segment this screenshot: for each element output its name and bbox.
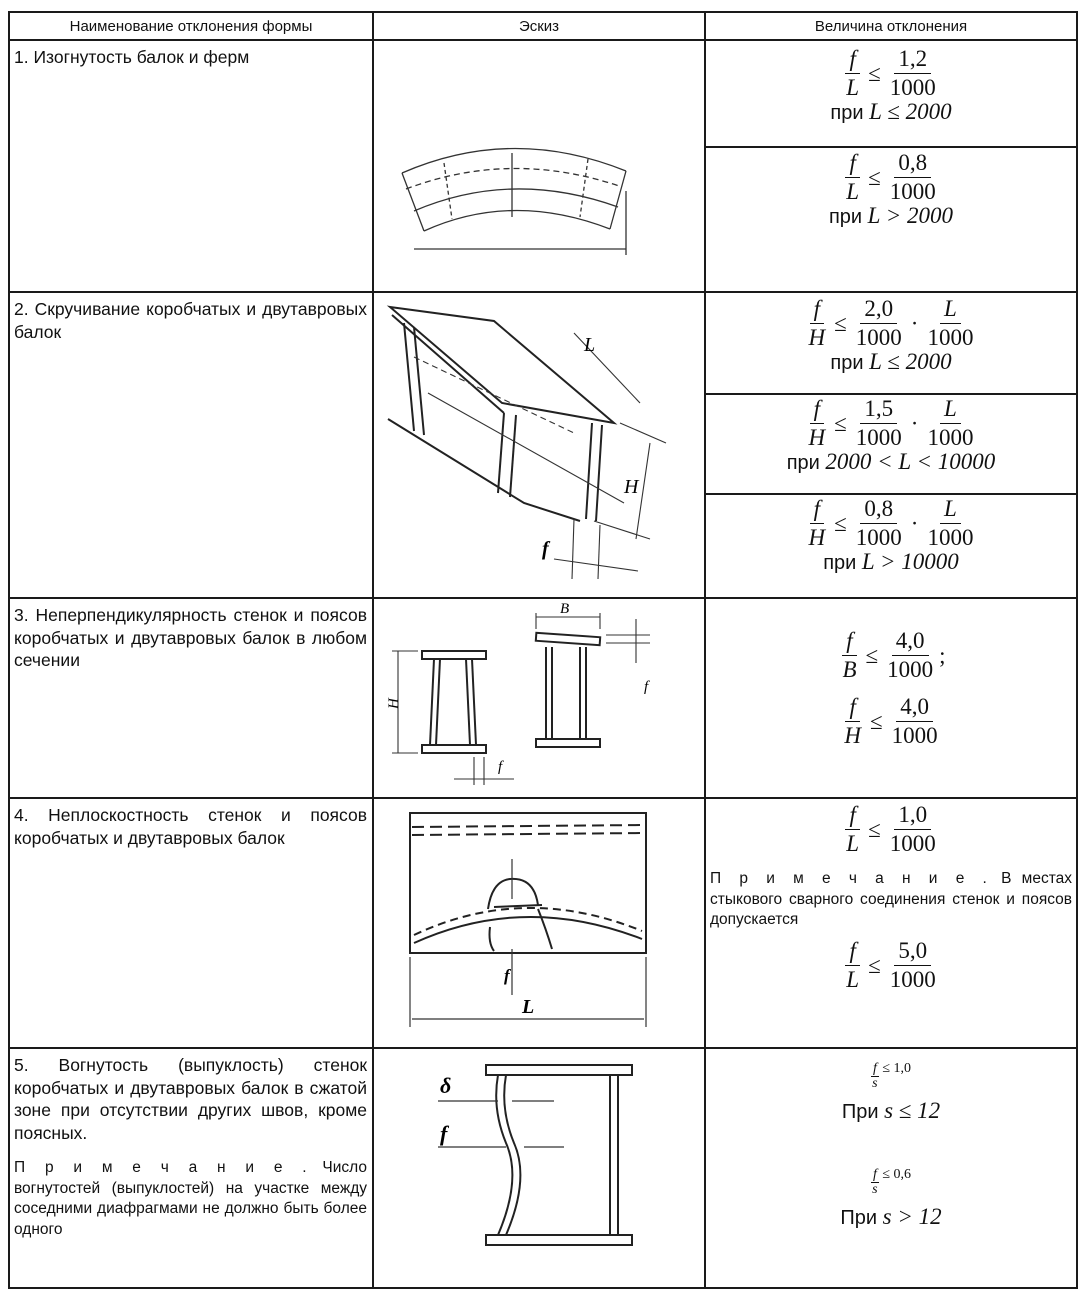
concavity-sketch: δ f xyxy=(438,1064,633,1246)
sketch-label-f: f xyxy=(542,538,551,560)
section-sketch: H f B f xyxy=(386,601,650,785)
table-row: 2. Скручивание коробчатых и двутавровых … xyxy=(8,291,1078,599)
sketch-label-f: f xyxy=(498,759,504,775)
table-row: 4. Неплоскостность стенок и поясов короб… xyxy=(8,797,1078,1049)
row1-sketch xyxy=(372,39,706,293)
row4-title: 4. Неплоскостность стенок и поясов короб… xyxy=(8,797,374,1049)
header-sketch: Эскиз xyxy=(372,11,706,41)
sketch-label-L: L xyxy=(583,334,595,356)
row3-sketch: H f B f xyxy=(372,597,706,799)
row5-title: 5. Вогнутость (выпуклость) стенок коробч… xyxy=(8,1047,374,1289)
sketch-label-L: L xyxy=(521,996,534,1018)
sketch-label-delta: δ xyxy=(440,1073,451,1098)
sketch-label-f: f xyxy=(440,1121,450,1146)
beam-twist-sketch: L H f xyxy=(386,305,667,580)
row4-sketch: f L xyxy=(372,797,706,1049)
header-value: Величина отклонения xyxy=(704,11,1078,41)
beam-bend-sketch xyxy=(401,147,627,255)
row3-title: 3. Неперпендикулярность стенок и поясов … xyxy=(8,597,374,799)
sketch-label-H: H xyxy=(386,697,402,710)
table-row: 1. Изогнутость балок и ферм xyxy=(8,39,1078,293)
header-name: Наименование отклонения формы xyxy=(8,11,374,41)
sketch-label-f2: f xyxy=(644,679,650,695)
table-header: Наименование отклонения формы Эскиз Вели… xyxy=(8,11,1078,41)
row1-title: 1. Изогнутость балок и ферм xyxy=(8,39,374,293)
row2-title: 2. Скручивание коробчатых и двутавровых … xyxy=(8,291,374,599)
sketch-label-H: H xyxy=(623,476,640,498)
table-row: 5. Вогнутость (выпуклость) стенок коробч… xyxy=(8,1047,1078,1289)
sketch-label-B: B xyxy=(560,601,569,617)
deviation-table: Наименование отклонения формы Эскиз Вели… xyxy=(8,11,1078,1289)
flatness-sketch: f L xyxy=(409,812,647,1027)
row4-note: П р и м е ч а н и е . В местах стыкового… xyxy=(710,870,1072,928)
table-row: 3. Неперпендикулярность стенок и поясов … xyxy=(8,597,1078,799)
row2-sketch: L H f xyxy=(372,291,706,599)
row5-sketch: δ f xyxy=(372,1047,706,1289)
row5-note: П р и м е ч а н и е . Число вогнутостей … xyxy=(14,1159,367,1238)
sketch-label-f: f xyxy=(504,966,512,985)
